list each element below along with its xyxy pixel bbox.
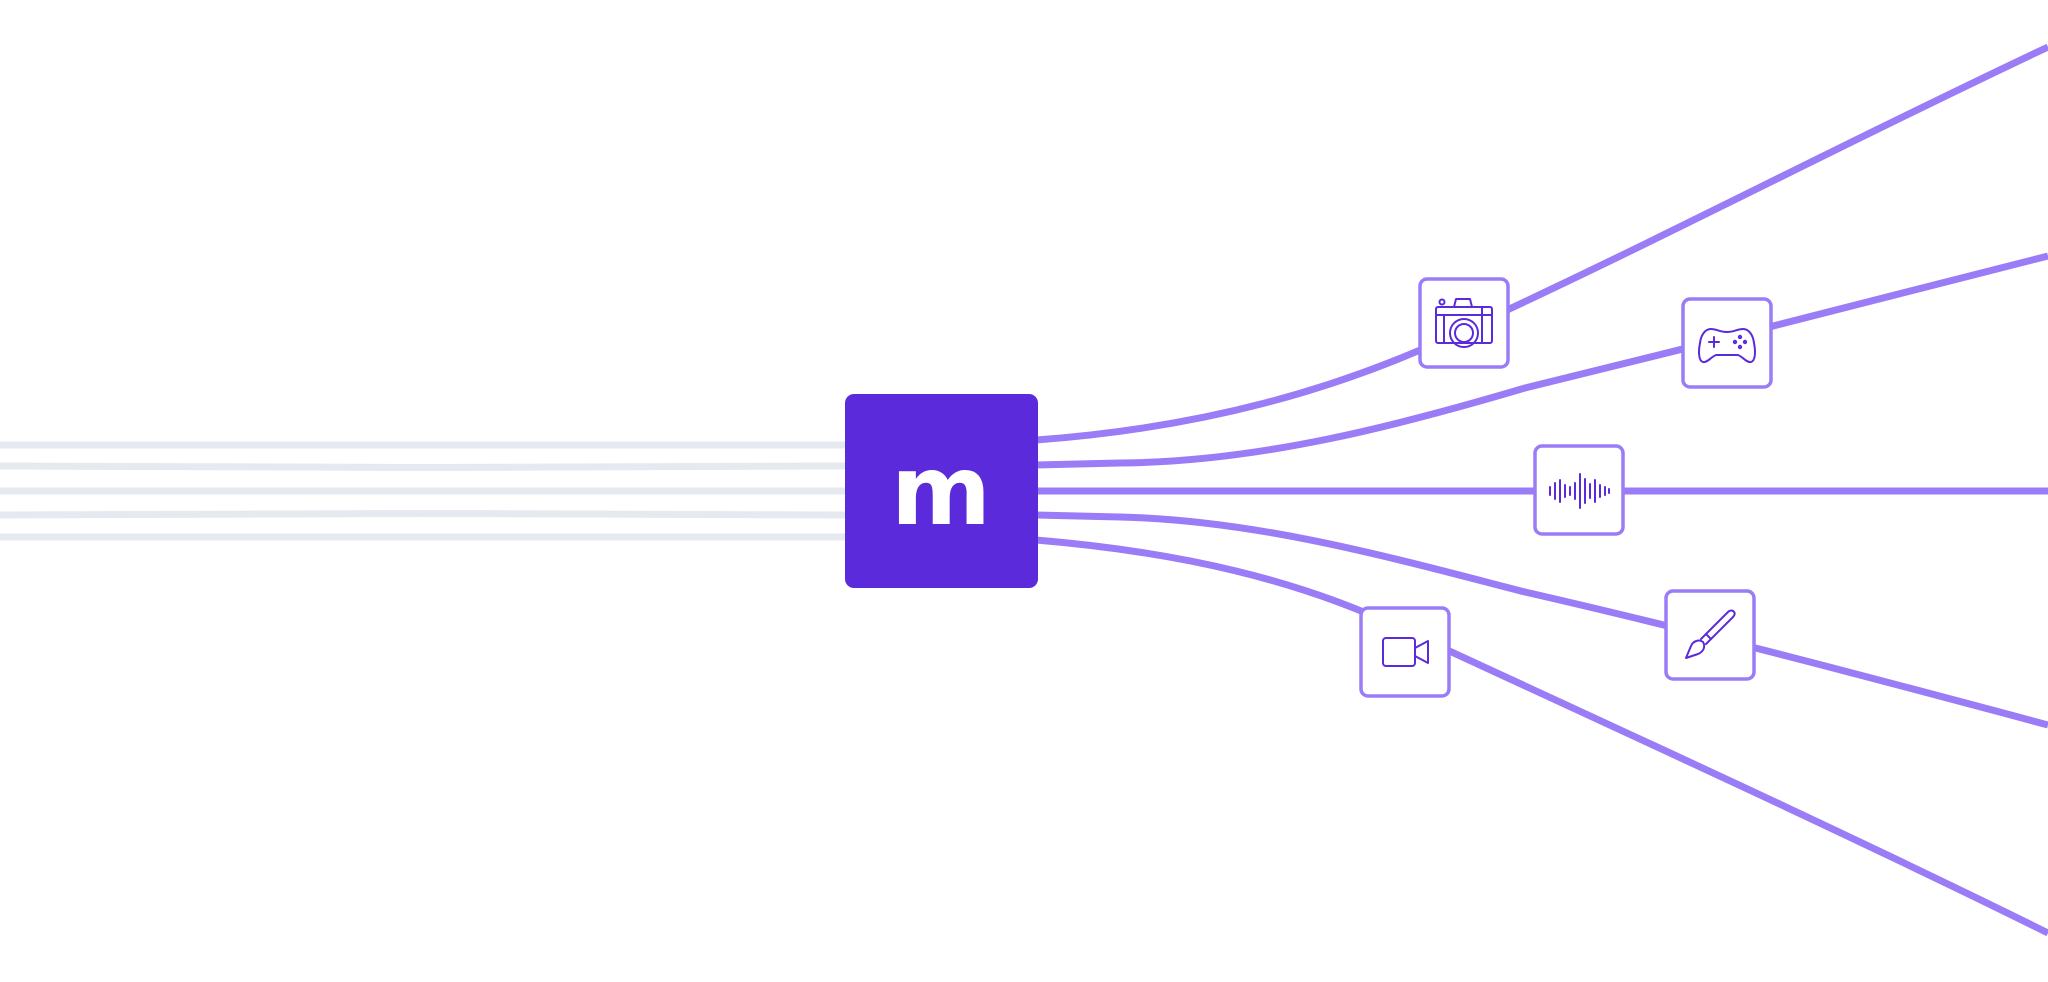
hub: m xyxy=(845,394,1038,588)
output-line-gamepad xyxy=(1035,252,2048,469)
audio-node xyxy=(1533,444,1625,536)
gamepad-node xyxy=(1681,297,1773,389)
hub-box xyxy=(845,394,1038,588)
gamepad-icon xyxy=(1698,328,1756,364)
audio-waveform-icon xyxy=(1549,473,1610,509)
hub-letter: m xyxy=(891,435,991,547)
paintbrush-icon xyxy=(1685,609,1736,659)
video-camera-icon xyxy=(1382,637,1429,667)
paintbrush-node xyxy=(1664,589,1756,681)
input-line xyxy=(0,462,849,471)
input-lines xyxy=(0,441,849,541)
input-line xyxy=(0,510,849,519)
output-line-video xyxy=(1035,536,2048,937)
camera-node xyxy=(1418,277,1510,369)
output-line-paintbrush xyxy=(1035,511,2048,729)
camera-icon xyxy=(1435,298,1493,348)
video-node xyxy=(1359,606,1451,698)
